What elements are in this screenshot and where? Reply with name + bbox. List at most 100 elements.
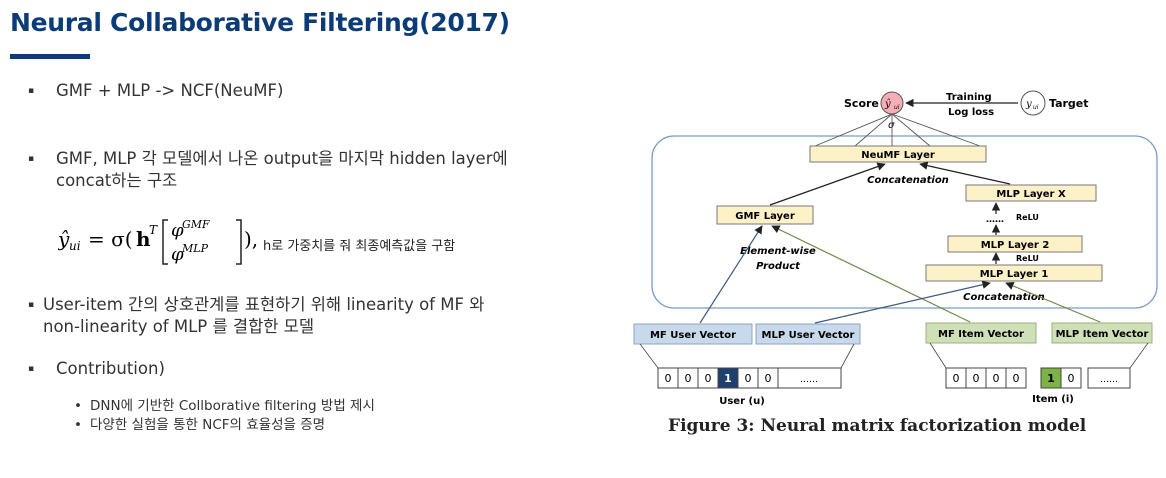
item-cell-text: 1 — [1047, 372, 1055, 385]
mlp-user-vector-label: MLP User Vector — [762, 330, 855, 341]
dots-label: …… — [986, 215, 1004, 225]
formula-note: h로 가중치를 줘 최종예측값을 구함 — [263, 239, 456, 254]
slide-title: Neural Collaborative Filtering(2017) — [10, 8, 510, 37]
item-label: Item (i) — [1032, 394, 1074, 405]
relu-x-label: ReLU — [1016, 213, 1039, 222]
user-cell-text: 0 — [665, 372, 672, 385]
bullet-text: User-item 간의 상호관계를 표현하기 위해 linearity of … — [43, 295, 485, 314]
svg-text:MLP: MLP — [181, 242, 209, 255]
mlp-user-to-mlp1-arrow — [814, 280, 991, 324]
sub-bullet-text: DNN에 기반한 Collborative filtering 방법 제시 — [90, 398, 375, 414]
item-one-hot: 0 0 0 0 1 0 …… — [945, 367, 1131, 389]
item-cell-text: 0 — [1013, 372, 1020, 385]
item-cell-text: 0 — [1068, 372, 1075, 385]
logloss-label: Log loss — [948, 107, 994, 118]
target-subscript: ui — [1033, 104, 1039, 111]
target-label: Target — [1049, 97, 1089, 110]
svg-text:),: ), — [244, 227, 258, 251]
score-subscript: ui — [894, 104, 900, 111]
mlp-layer-x — [965, 184, 1097, 202]
score-symbol: ŷ — [884, 99, 891, 110]
user-cell-text: 0 — [705, 372, 712, 385]
score-fan-lines — [814, 113, 981, 147]
bullet-marker: ▪ — [28, 300, 35, 310]
svg-text:h: h — [136, 227, 151, 251]
model-container — [651, 135, 1158, 309]
user-cell-text: 1 — [724, 372, 732, 385]
user-one-hot: 0 0 0 1 0 0 …… — [657, 367, 842, 389]
concatenation-bottom-label: Concatenation — [963, 292, 1045, 303]
concatenation-top-label: Concatenation — [867, 175, 949, 186]
bullet-text: Contribution) — [56, 359, 165, 378]
gmf-layer — [716, 205, 814, 225]
figure-caption: Figure 3: Neural matrix factorization mo… — [668, 416, 1087, 436]
sub-marker: • — [74, 398, 82, 414]
sub-marker: • — [74, 417, 82, 433]
mlp-layer-2-label: MLP Layer 2 — [981, 240, 1050, 251]
svg-text:ui: ui — [69, 239, 81, 253]
target-node — [1020, 90, 1046, 116]
mlp-item-vector — [1051, 322, 1153, 344]
svg-text:GMF: GMF — [182, 218, 210, 231]
bullet-marker: ▪ — [28, 364, 35, 374]
mlp-item-to-mlp1-arrow — [1005, 282, 1101, 323]
bullet-text-cont: concat하는 구조 — [56, 171, 178, 190]
user-fan-lines — [639, 343, 855, 369]
svg-text:T: T — [149, 223, 158, 237]
target-symbol: y — [1025, 99, 1032, 110]
mf-user-vector-label: MF User Vector — [650, 330, 736, 341]
training-label: Training — [946, 92, 992, 103]
user-cell-rest — [777, 367, 842, 389]
mlp-layer-1-label: MLP Layer 1 — [980, 269, 1049, 280]
neumf-formula: ŷ ui = σ( h T φ GMF φ MLP ), h로 가중치를 줘 최… — [57, 210, 455, 270]
mlp-layer-1 — [925, 264, 1103, 282]
mlp-item-vector-label: MLP Item Vector — [1056, 329, 1149, 340]
sub-bullet-text: 다양한 실험을 통한 NCF의 효율성을 증명 — [90, 417, 326, 433]
mf-item-vector-label: MF Item Vector — [938, 329, 1024, 340]
mf-item-to-gmf-arrow — [771, 225, 971, 323]
neumf-layer — [809, 145, 987, 163]
product-label: Product — [756, 261, 801, 272]
title-underline — [10, 54, 90, 59]
svg-text:φ: φ — [171, 244, 184, 265]
item-cell-text: …… — [1100, 375, 1118, 385]
ncf-diagram: Score ŷ ui σ Training Log loss y ui Targ… — [633, 90, 1158, 407]
mf-item-vector — [925, 322, 1037, 344]
svg-text:ŷ: ŷ — [58, 227, 70, 251]
gmf-layer-label: GMF Layer — [735, 211, 795, 222]
mf-user-to-gmf-arrow — [699, 225, 763, 324]
neumf-layer-label: NeuMF Layer — [861, 150, 935, 161]
item-fan-lines — [929, 342, 1149, 369]
score-label: Score — [844, 97, 879, 110]
item-cell-text: 0 — [993, 372, 1000, 385]
mlp-layer-2 — [947, 235, 1083, 253]
gmf-to-neumf-arrow — [769, 162, 886, 206]
user-label: User (u) — [719, 396, 765, 407]
sub-bullet-1: • DNN에 기반한 Collborative filtering 방법 제시 — [74, 397, 375, 416]
user-cell-text: 0 — [685, 372, 692, 385]
bullet-text-cont: non-linearity of MLP 를 결합한 모델 — [43, 317, 315, 336]
element-wise-label: Element-wise — [740, 246, 816, 257]
user-cell-text: 0 — [765, 372, 772, 385]
bullet-marker: ▪ — [28, 86, 35, 96]
sub-bullet-2: • 다양한 실험을 통한 NCF의 효율성을 증명 — [74, 416, 325, 435]
relu-2-label: ReLU — [1016, 254, 1039, 263]
item-cell-rest — [1087, 367, 1131, 389]
mlp-layer-x-label: MLP Layer X — [996, 189, 1066, 200]
sigma-label: σ — [888, 120, 895, 131]
mlpx-to-neumf-arrow — [919, 161, 1011, 185]
user-cell-text: 0 — [745, 372, 752, 385]
mlp-user-vector — [755, 323, 861, 345]
svg-text:φ: φ — [171, 220, 184, 241]
bullet-marker: ▪ — [28, 154, 35, 164]
bullet-text: GMF + MLP -> NCF(NeuMF) — [56, 81, 284, 100]
svg-text:= σ(: = σ( — [88, 227, 133, 251]
item-cell-text: 0 — [973, 372, 980, 385]
item-cell-text: 0 — [953, 372, 960, 385]
item-cell — [1005, 367, 1027, 389]
mf-user-vector — [633, 323, 753, 345]
user-cell-text: …… — [800, 375, 818, 385]
bullet-text: GMF, MLP 각 모델에서 나온 output을 마지막 hidden la… — [56, 149, 508, 168]
item-cell — [1060, 367, 1082, 389]
formula-math: ŷ ui = σ( h T φ GMF φ MLP ), — [57, 218, 258, 265]
